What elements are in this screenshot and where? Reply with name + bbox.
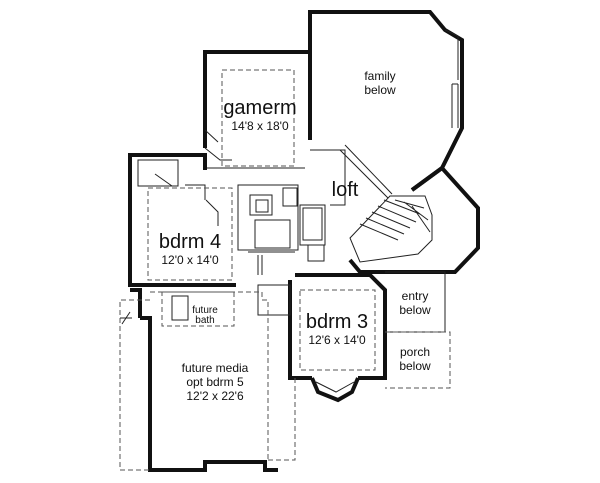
gamerm-wall bbox=[203, 50, 310, 148]
family-line1: family bbox=[364, 69, 396, 83]
bdrm3-bay bbox=[310, 377, 360, 403]
gamerm-name: gamerm bbox=[223, 97, 297, 119]
porch-outline bbox=[385, 331, 451, 389]
bdrm4-name: bdrm 4 bbox=[158, 231, 222, 253]
bath-core bbox=[237, 184, 326, 275]
bdrm3-closet bbox=[257, 284, 291, 316]
entry-line1: entry bbox=[401, 289, 429, 303]
future-bath-line2: bath bbox=[195, 315, 215, 326]
bdrm3-inner bbox=[299, 289, 376, 371]
bdrm3-label: bdrm 3 12'6 x 14'0 bbox=[292, 312, 382, 346]
future-media-wall bbox=[130, 288, 278, 472]
stair-treads bbox=[359, 199, 431, 241]
future-bath-label: future bath bbox=[182, 306, 228, 326]
loft-wall bbox=[310, 149, 346, 206]
future-media-stub bbox=[120, 311, 132, 325]
family-wall bbox=[308, 10, 464, 192]
bdrm4-inner bbox=[147, 187, 233, 281]
gamerm-size: 14'8 x 18'0 bbox=[231, 119, 289, 133]
future-media-outline bbox=[119, 291, 296, 471]
bdrm4-wall bbox=[128, 153, 236, 287]
gamerm-inner bbox=[221, 69, 295, 167]
family-window-bay bbox=[444, 29, 459, 128]
bdrm3-bay-inner bbox=[315, 381, 355, 393]
gamerm-label: gamerm 14'8 x 18'0 bbox=[215, 98, 305, 132]
bdrm4-door bbox=[205, 199, 219, 226]
future-media-size: 12'2 x 22'6 bbox=[186, 389, 244, 403]
porch-line2: below bbox=[399, 359, 431, 373]
future-media-line1: future media bbox=[181, 361, 249, 375]
gamerm-door bbox=[204, 129, 232, 161]
future-bath-outline bbox=[161, 291, 235, 327]
future-media-line2: opt bdrm 5 bbox=[186, 375, 244, 389]
family-openwall bbox=[339, 144, 393, 199]
future-media-label: future media opt bdrm 5 12'2 x 22'6 bbox=[160, 362, 270, 402]
bdrm4-closet bbox=[137, 159, 179, 187]
stair-outer bbox=[349, 195, 433, 263]
loft-label: loft bbox=[331, 179, 359, 201]
entry-outline bbox=[385, 271, 446, 333]
entry-label: entry below bbox=[385, 290, 445, 316]
bdrm4-label: bdrm 4 12'0 x 14'0 bbox=[145, 232, 235, 266]
stair-enclosure bbox=[348, 165, 480, 274]
future-bath-line1: future bbox=[192, 305, 218, 316]
porch-line1: porch bbox=[399, 345, 431, 359]
bdrm3-name: bdrm 3 bbox=[305, 311, 369, 333]
bdrm3-size: 12'6 x 14'0 bbox=[308, 333, 366, 347]
porch-label: porch below bbox=[385, 346, 445, 372]
future-tub bbox=[171, 295, 189, 321]
family-label: family below bbox=[340, 70, 420, 96]
entry-line2: below bbox=[399, 303, 431, 317]
family-line2: below bbox=[364, 83, 396, 97]
bdrm4-closet-door bbox=[154, 173, 206, 200]
bdrm4-size: 12'0 x 14'0 bbox=[161, 253, 219, 267]
